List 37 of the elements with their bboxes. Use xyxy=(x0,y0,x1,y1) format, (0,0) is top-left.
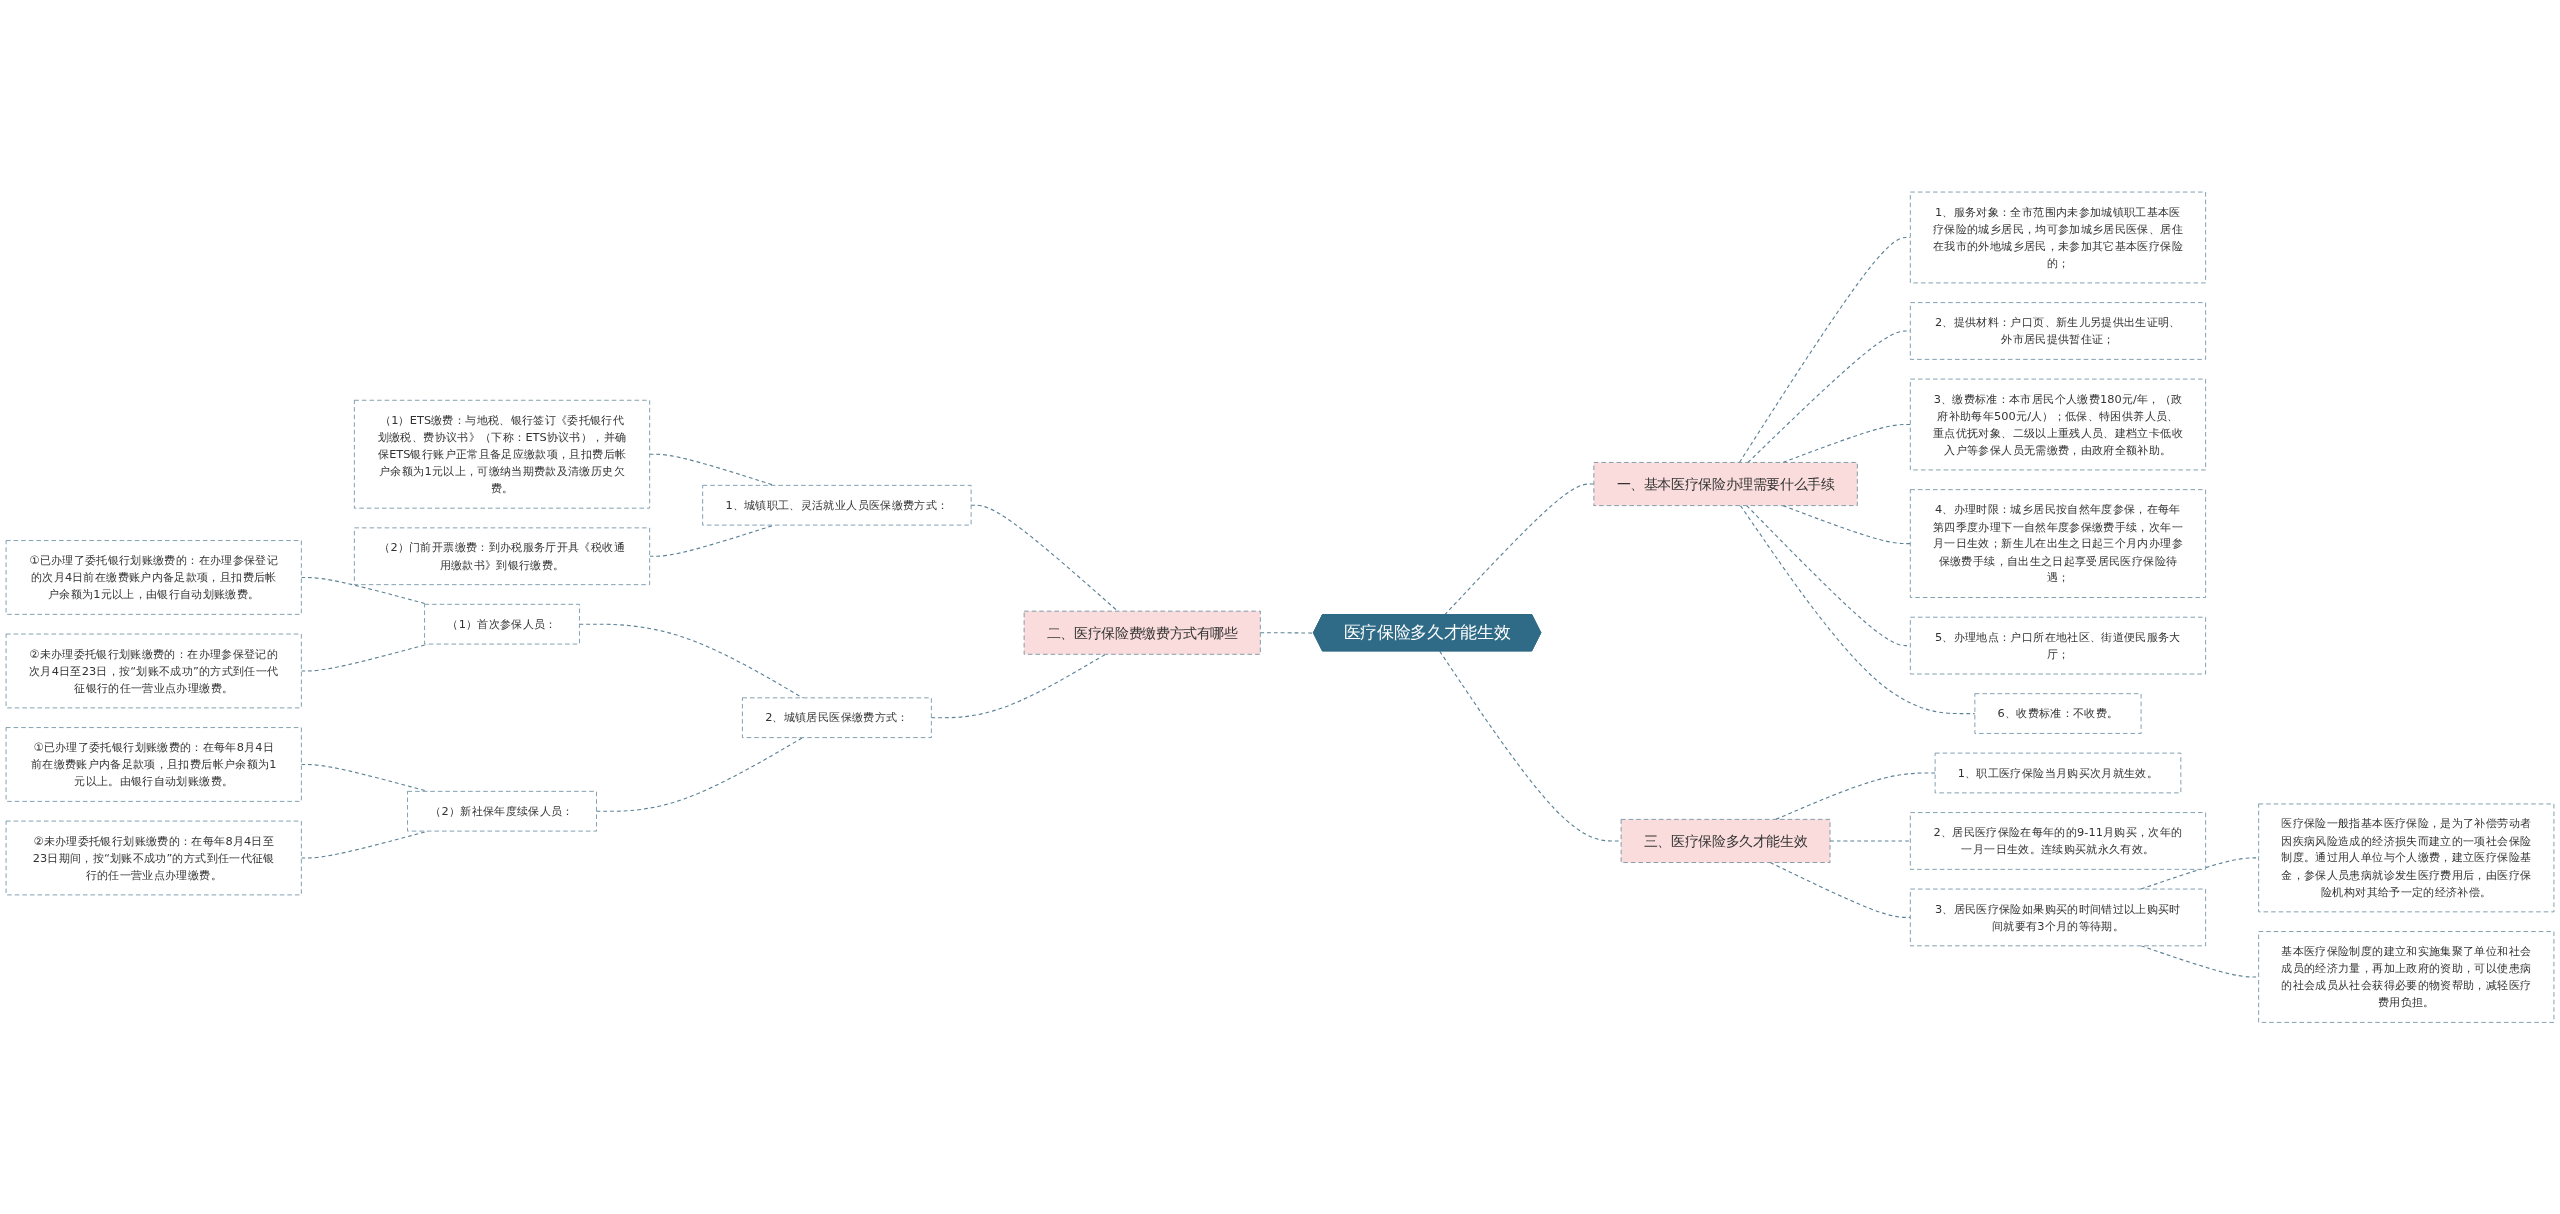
connector xyxy=(649,524,775,557)
node-box: 三、医疗保险多久才能生效 xyxy=(1620,818,1831,863)
connector xyxy=(1782,504,1911,544)
connector xyxy=(970,504,1119,612)
connector xyxy=(1439,650,1622,842)
connector xyxy=(1444,483,1595,616)
node-box: （1）ETS缴费：与地税、银行签订《委托银行代划缴税、费协议书》（下称：ETS协议书），并确保ETS银行账户正常且备足应缴款项，且扣费后帐户余额为1元以上，可缴纳当期费款及清缴历史欠费。 xyxy=(354,399,651,509)
node-box: 1、城镇职工、灵活就业人员医保缴费方式： xyxy=(702,484,972,526)
node-box: 二、医疗保险费缴费方式有哪些 xyxy=(1023,610,1261,655)
connector xyxy=(1782,423,1911,463)
node-box: ②未办理委托银行划账缴费的：在每年8月4日至23日期间，按“划账不成功”的方式到任一代征银行的任一营业点办理缴费。 xyxy=(5,820,302,896)
node-box: 1、服务对象：全市范围内未参加城镇职工基本医疗保险的城乡居民，均可参加城乡居民医保、居住在我市的外地城乡居民，未参加其它基本医疗保险的； xyxy=(1909,191,2206,284)
connector xyxy=(1769,861,1911,918)
connector xyxy=(595,736,804,812)
connector xyxy=(1775,772,1936,820)
connector xyxy=(1747,330,1911,463)
node-box: 一、基本医疗保险办理需要什么手续 xyxy=(1593,461,1858,506)
node-box: （2）门前开票缴费：到办税服务厅开具《税收通用缴款书》到银行缴费。 xyxy=(354,527,651,585)
node-box: 基本医疗保险制度的建立和实施集聚了单位和社会成员的经济力量，再加上政府的资助，可以使患病的社会成员从社会获得必要的物资帮助，减轻医疗费用负担。 xyxy=(2258,930,2555,1023)
connector xyxy=(1746,504,1911,646)
node-box: 4、办理时限：城乡居民按自然年度参保，在每年第四季度办理下一自然年度参保缴费手续，次年一月一日生效；新生儿在出生之日起三个月内办理参保缴费手续，自出生之日起享受居民医疗保险待遇； xyxy=(1909,489,2206,598)
connector xyxy=(1738,236,1911,463)
node-box: （2）新社保年度续保人员： xyxy=(407,790,597,832)
node-box: 2、居民医疗保险在每年的的9-11月购买，次年的一月一日生效。连续购买就永久有效。 xyxy=(1909,811,2206,870)
node-box: ①已办理了委托银行划账缴费的：在每年8月4日前在缴费账户内备足款项，且扣费后帐户余额为1元以上。由银行自动划账缴费。 xyxy=(5,726,302,802)
node-box: 1、职工医疗保险当月购买次月就生效。 xyxy=(1934,752,2182,793)
node-box: 3、缴费标准：本市居民个人缴费180元/年，（政府补助每年500元/人）；低保、特困供养人员、重点优抚对象、二级以上重残人员、建档立卡低收入户等参保人员无需缴费，由政府全额补助。 xyxy=(1909,378,2206,471)
node-box: 3、居民医疗保险如果购买的时间错过以上购买时间就要有3个月的等待期。 xyxy=(1909,888,2206,946)
node-box: 2、城镇居民医保缴费方式： xyxy=(742,697,932,738)
connector xyxy=(649,453,775,486)
node-box: 医疗保险一般指基本医疗保险，是为了补偿劳动者因疾病风险造成的经济损失而建立的一项社会保险制度。通过用人单位与个人缴费，建立医疗保险基金，参保人员患病就诊发生医疗费用后，由医疗保险机构对其给予一定的经济补偿。 xyxy=(2258,803,2555,912)
node-box: ①已办理了委托银行划账缴费的：在办理参保登记的次月4日前在缴费账户内备足款项，且扣费后帐户余额为1元以上，由银行自动划账缴费。 xyxy=(5,539,302,615)
node-box: （1）首次参保人员： xyxy=(424,603,580,645)
node-box: ②未办理委托银行划账缴费的：在办理参保登记的次月4日至23日，按“划账不成功”的方式到任一代征银行的任一营业点办理缴费。 xyxy=(5,633,302,709)
node-box: 2、提供材料：户口页、新生儿另提供出生证明、外市居民提供暂住证； xyxy=(1909,302,2206,360)
node-box: 5、办理地点：户口所在地社区、街道便民服务大厅； xyxy=(1909,616,2206,675)
node-box: 6、收费标准：不收费。 xyxy=(1974,693,2142,734)
